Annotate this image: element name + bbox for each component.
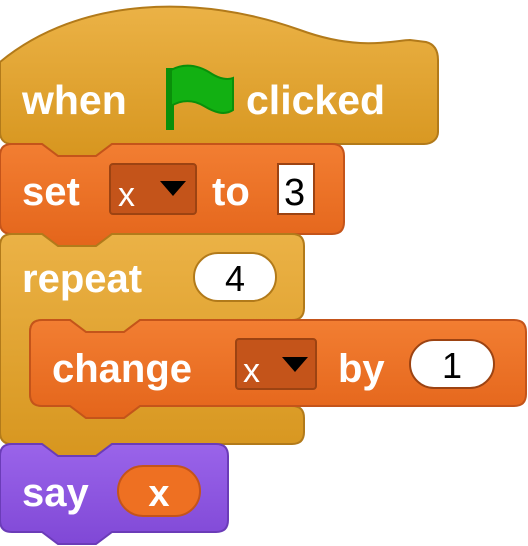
repeat-count-text: 4	[225, 258, 245, 299]
change-amount-input[interactable]: 1	[409, 339, 495, 389]
variable-reporter-label: x	[148, 473, 169, 515]
change-label: change	[52, 347, 192, 391]
value-input[interactable]: 3	[277, 163, 315, 215]
set-variable-block[interactable]: set x to 3	[0, 143, 345, 247]
by-label: by	[338, 347, 385, 391]
repeat-count-input[interactable]: 4	[193, 252, 277, 302]
set-label: set	[22, 170, 80, 214]
change-amount-text: 1	[442, 345, 462, 386]
variable-dropdown-change[interactable]: x	[235, 338, 317, 390]
when-label: when	[21, 77, 127, 123]
variable-dropdown[interactable]: x	[109, 163, 197, 215]
chevron-down-icon	[282, 357, 308, 372]
variable-dropdown-value: x	[118, 176, 135, 214]
change-variable-block[interactable]: change x by 1	[29, 319, 527, 419]
say-label: say	[22, 471, 89, 515]
say-block[interactable]: say x	[0, 443, 229, 545]
when-flag-clicked-block[interactable]: when clicked	[0, 5, 439, 157]
chevron-down-icon	[160, 181, 186, 196]
value-input-text: 3	[284, 172, 305, 214]
clicked-label: clicked	[246, 77, 385, 123]
variable-reporter[interactable]: x	[117, 465, 201, 517]
green-flag-icon	[166, 64, 234, 130]
to-label: to	[212, 170, 250, 214]
variable-dropdown-change-value: x	[243, 352, 260, 390]
repeat-label: repeat	[22, 257, 142, 301]
